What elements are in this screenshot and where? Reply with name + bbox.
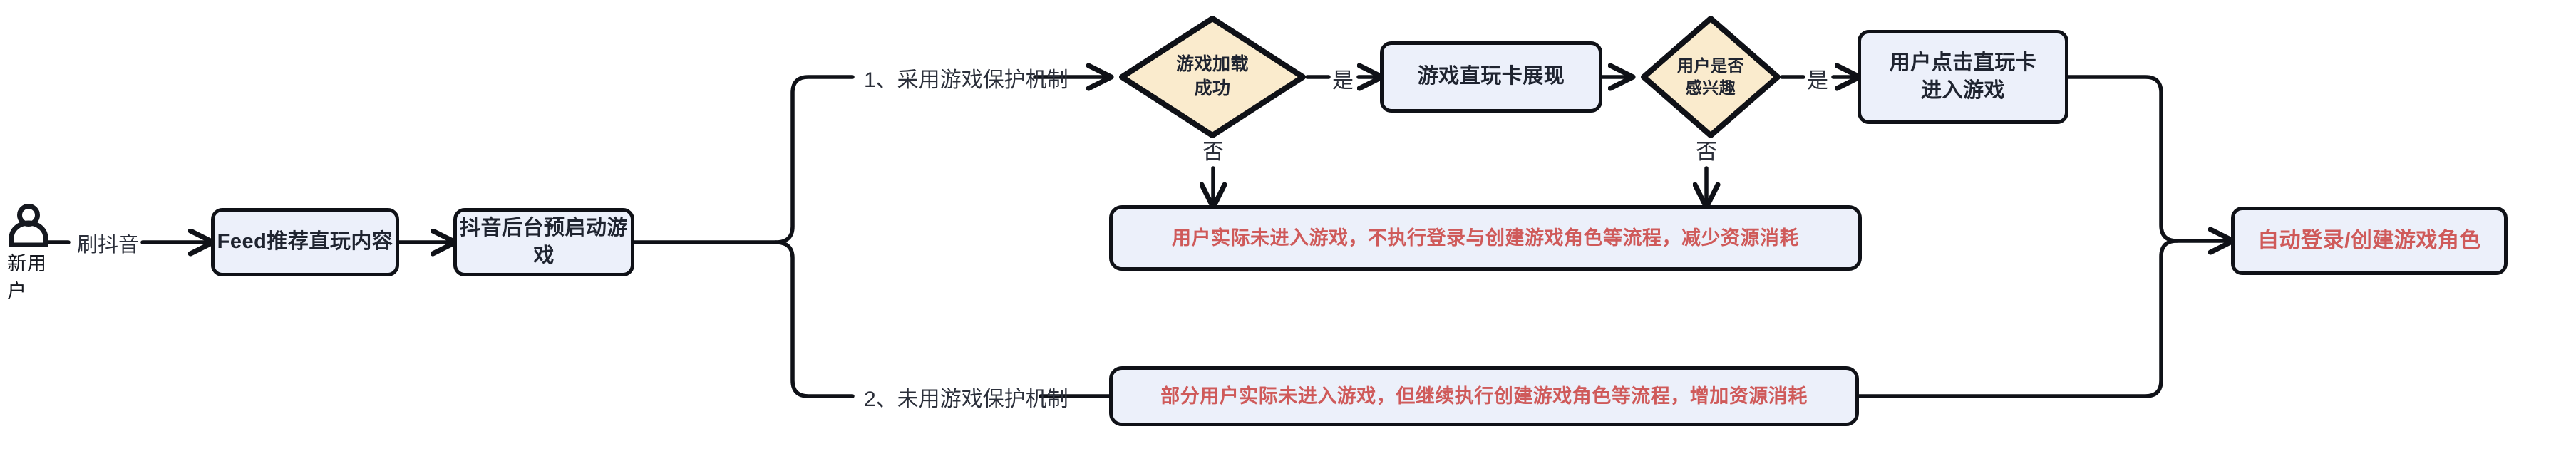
edge-label-swipe: 刷抖音 <box>77 234 140 256</box>
node-feed-recommend[interactable]: Feed推荐直玩内容 <box>211 208 399 276</box>
edge-label-load-no: 否 <box>1202 140 1224 164</box>
edge-label-load-yes: 是 <box>1332 69 1354 93</box>
edge-click-to-autologin <box>2066 75 2231 241</box>
note-unprotected-branch[interactable]: 部分用户实际未进入游戏，但继续执行创建游戏角色等流程，增加资源消耗 <box>1109 366 1859 426</box>
node-auto-login-create-role-label: 自动登录/创建游戏角色 <box>2257 228 2481 252</box>
person-icon <box>9 204 48 247</box>
node-play-card-display-label: 游戏直玩卡展现 <box>1417 65 1565 88</box>
node-background-preload-label: 抖音后台预启动游戏 <box>459 216 628 267</box>
edge-label-branch-1: 1、采用游戏保护机制 <box>864 68 1068 92</box>
node-load-success-decision[interactable]: 游戏加载 成功 <box>1116 13 1309 141</box>
edge-label-interest-yes: 是 <box>1807 69 1828 93</box>
note-protected-branch[interactable]: 用户实际未进入游戏，不执行登录与创建游戏角色等流程，减少资源消耗 <box>1109 205 1862 271</box>
actor-label: 新用户 <box>7 253 47 302</box>
diamond-shape <box>1119 16 1306 138</box>
edge-fork-upper <box>773 75 855 244</box>
diamond-shape <box>1641 16 1781 138</box>
note-unprotected-branch-label: 部分用户实际未进入游戏，但继续执行创建游戏角色等流程，增加资源消耗 <box>1160 385 1808 407</box>
node-feed-recommend-label: Feed推荐直玩内容 <box>217 230 393 254</box>
actor-new-user: 新用户 <box>7 204 50 304</box>
edge-bottomnote-to-autologin <box>1857 239 2179 398</box>
note-protected-branch-label: 用户实际未进入游戏，不执行登录与创建游戏角色等流程，减少资源消耗 <box>1172 227 1799 249</box>
edge-fork-lower <box>773 240 855 398</box>
edge-label-branch-2: 2、未用游戏保护机制 <box>864 388 1068 411</box>
node-user-click-card-line1: 用户点击直玩卡 <box>1889 51 2037 74</box>
node-play-card-display[interactable]: 游戏直玩卡展现 <box>1380 41 1602 113</box>
node-background-preload[interactable]: 抖音后台预启动游戏 <box>453 208 634 276</box>
node-user-click-card-line2: 进入游戏 <box>1920 79 2005 102</box>
node-auto-login-create-role[interactable]: 自动登录/创建游戏角色 <box>2231 207 2508 275</box>
node-user-click-card[interactable]: 用户点击直玩卡 进入游戏 <box>1858 30 2068 124</box>
node-user-click-card-label: 用户点击直玩卡 进入游戏 <box>1890 49 2037 105</box>
edge-label-interest-no: 否 <box>1696 140 1717 164</box>
node-user-interest-decision[interactable]: 用户是否 感兴趣 <box>1638 13 1783 141</box>
